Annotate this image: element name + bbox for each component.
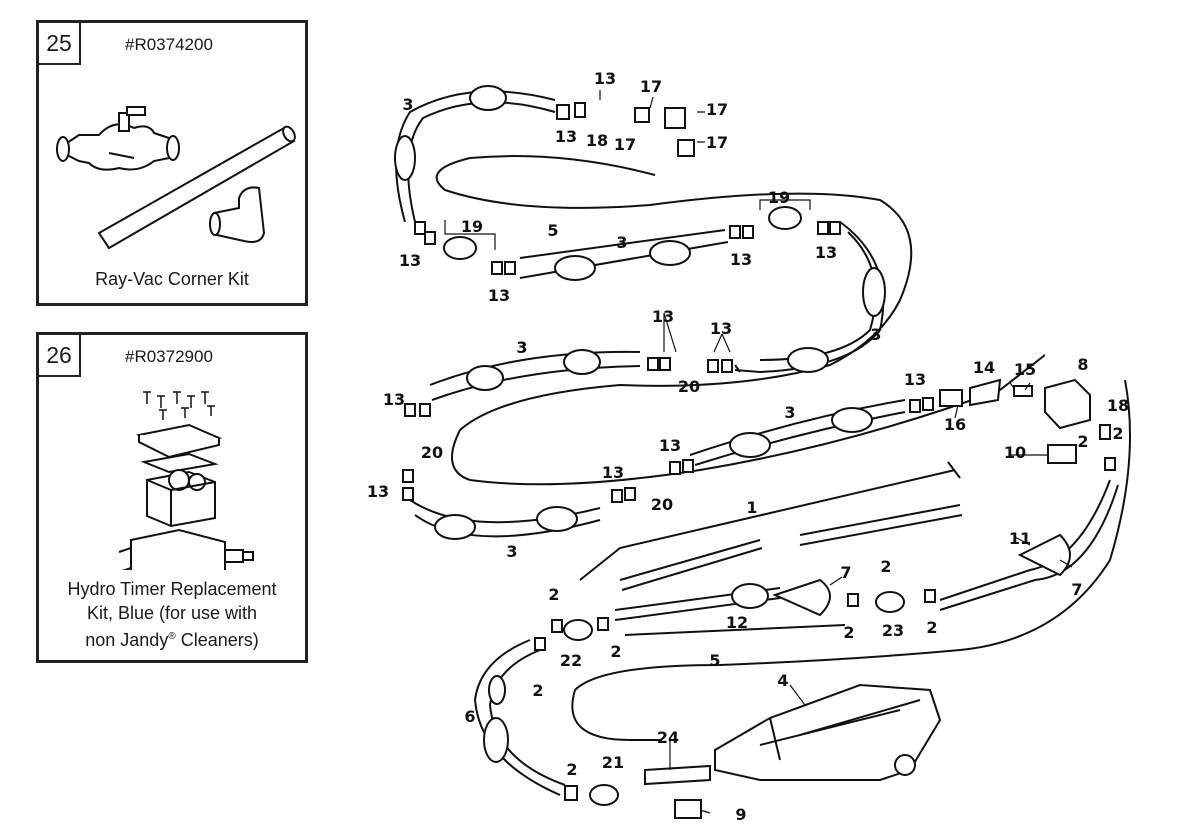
callout-23: 23 [882, 621, 904, 640]
kit-number: 25 [39, 23, 81, 65]
callout-13: 13 [367, 482, 389, 501]
callout-7: 7 [840, 563, 851, 582]
kit-26-panel: 26 #R0372900 Hydro Timer Repl [36, 332, 308, 663]
ray-vac-corner-kit-illustration [56, 106, 296, 250]
callout-2: 2 [880, 557, 891, 576]
callout-20: 20 [421, 443, 443, 462]
callout-13: 13 [399, 251, 421, 270]
callout-18: 18 [586, 131, 608, 150]
callout-13: 13 [555, 127, 577, 146]
callout-3: 3 [402, 95, 413, 114]
callout-16: 16 [944, 415, 966, 434]
callout-4: 4 [777, 671, 788, 690]
callout-2: 2 [843, 623, 854, 642]
callout-1: 1 [746, 498, 757, 517]
hose-3-top [395, 90, 556, 223]
kit-caption: Hydro Timer Replacement Kit, Blue (for u… [67, 579, 277, 650]
kit-part-number: #R0374200 [125, 35, 213, 54]
callout-5: 5 [709, 651, 720, 670]
callout-13: 13 [710, 319, 732, 338]
callout-18: 18 [1107, 396, 1129, 415]
callout-3: 3 [870, 325, 881, 344]
callout-17: 17 [706, 133, 728, 152]
callout-13: 13 [904, 370, 926, 389]
callout-2: 2 [1077, 432, 1088, 451]
hydro-timer-kit-illustration [118, 391, 254, 570]
callout-2: 2 [610, 642, 621, 661]
callout-13: 13 [602, 463, 624, 482]
kit-number: 26 [39, 335, 81, 377]
callout-2: 2 [548, 585, 559, 604]
callout-17: 17 [640, 77, 662, 96]
kit-caption: Ray-Vac Corner Kit [95, 269, 249, 289]
callout-3: 3 [516, 338, 527, 357]
callout-21: 21 [602, 753, 624, 772]
callout-13: 13 [594, 69, 616, 88]
cleaner-head [714, 683, 942, 781]
callout-13: 13 [488, 286, 510, 305]
callout-13: 13 [383, 390, 405, 409]
callout-13: 13 [652, 307, 674, 326]
callout-19: 19 [768, 188, 790, 207]
callout-2: 2 [566, 760, 577, 779]
callout-15: 15 [1014, 360, 1036, 379]
callout-9: 9 [735, 805, 746, 824]
callout-17: 17 [614, 135, 636, 154]
callout-19: 19 [461, 217, 483, 236]
callout-14: 14 [973, 358, 995, 377]
callout-22: 22 [560, 651, 582, 670]
callout-2: 2 [926, 618, 937, 637]
callout-13: 13 [730, 250, 752, 269]
callout-11: 11 [1009, 529, 1031, 548]
callout-6: 6 [464, 707, 475, 726]
callout-8: 8 [1077, 355, 1088, 374]
callout-3: 3 [616, 233, 627, 252]
callout-7: 7 [1071, 580, 1082, 599]
callout-20: 20 [678, 377, 700, 396]
callout-12: 12 [726, 613, 748, 632]
hose-5-line [435, 155, 1046, 486]
callout-3: 3 [506, 542, 517, 561]
callout-5: 5 [547, 221, 558, 240]
callout-10: 10 [1004, 443, 1026, 462]
kit-25-panel: 25 #R0374200 Ray-Vac Corner Kit [36, 20, 308, 306]
callout-3: 3 [784, 403, 795, 422]
callout-2: 2 [1112, 424, 1123, 443]
callout-17: 17 [706, 100, 728, 119]
callout-13: 13 [815, 243, 837, 262]
callout-20: 20 [651, 495, 673, 514]
kit-part-number: #R0372900 [125, 347, 213, 366]
callout-2: 2 [532, 681, 543, 700]
callout-13: 13 [659, 436, 681, 455]
callout-24: 24 [657, 728, 679, 747]
